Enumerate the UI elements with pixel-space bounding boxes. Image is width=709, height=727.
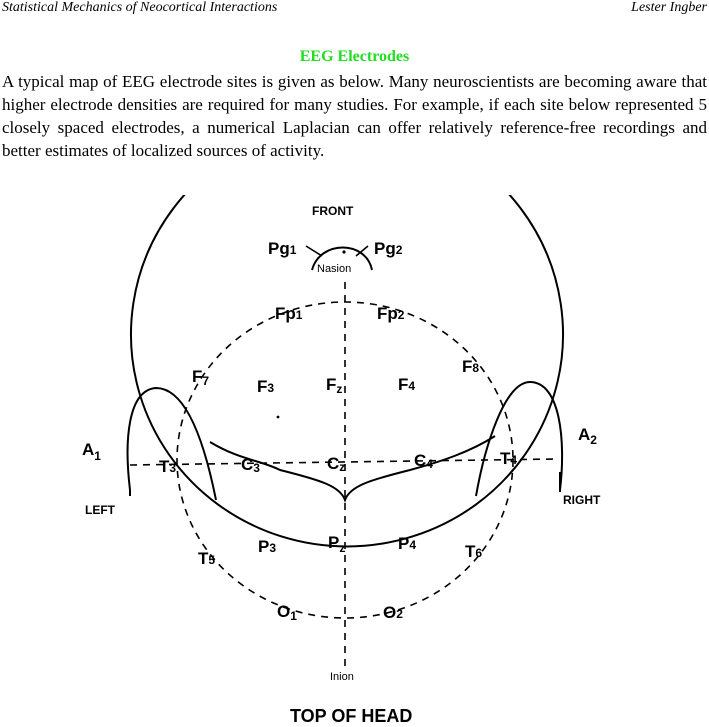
electrode-a1: A1 <box>82 440 101 463</box>
f3-dot <box>276 415 280 419</box>
electrode-fp2: Fp2 <box>377 304 405 323</box>
left-label: LEFT <box>85 503 116 517</box>
electrode-t6: T6 <box>465 542 482 561</box>
left-ear <box>126 386 217 501</box>
electrode-a2: A2 <box>578 425 597 447</box>
midline-horizontal <box>129 458 557 466</box>
inion-label: Inion <box>330 671 354 683</box>
electrode-p4: P4 <box>398 534 416 553</box>
head-outline <box>130 195 564 548</box>
electrode-t4: T4 <box>500 449 517 468</box>
electrode-t5: T5 <box>198 549 215 568</box>
electrode-o1: O1 <box>277 602 297 623</box>
electrode-f8: F8 <box>462 357 479 376</box>
electrode-f4: F4 <box>398 375 415 394</box>
body-paragraph: A typical map of EEG electrode sites is … <box>2 72 707 160</box>
nose-outline <box>311 246 373 271</box>
electrode-pg2: Pg2 <box>374 239 403 258</box>
electrode-c3: C3 <box>241 455 260 475</box>
electrode-f3: F3 <box>257 377 274 396</box>
electrode-c4: C4 <box>414 451 433 471</box>
header-author: Lester Ingber <box>631 0 707 15</box>
electrode-f7: F7 <box>192 367 209 388</box>
electrode-p3: P3 <box>258 537 276 556</box>
header-title: Statistical Mechanics of Neocortical Int… <box>2 0 278 15</box>
electrode-fz: Fz <box>326 375 342 396</box>
electrode-pz: Pz <box>328 533 345 555</box>
electrode-pg1: Pg1 <box>268 239 297 258</box>
electrode-t3: T3 <box>159 457 176 476</box>
electrode-o2: O2 <box>383 603 403 622</box>
right-label: RIGHT <box>563 493 601 507</box>
caption-top-of-head: TOP OF HEAD <box>290 706 412 726</box>
nasion-label: Nasion <box>317 263 351 275</box>
eeg-electrode-map: FRONT Nasion Inion LEFT RIGHT TOP OF HEA… <box>82 195 601 726</box>
front-label: FRONT <box>312 204 354 218</box>
right-ear <box>475 380 564 497</box>
pg2-leader <box>355 245 369 257</box>
section-title: EEG Electrodes <box>299 48 410 65</box>
electrode-cz: Cz <box>327 454 345 474</box>
nose-dot <box>342 250 346 254</box>
electrode-fp1: Fp1 <box>275 304 303 323</box>
pg1-leader <box>305 245 323 257</box>
